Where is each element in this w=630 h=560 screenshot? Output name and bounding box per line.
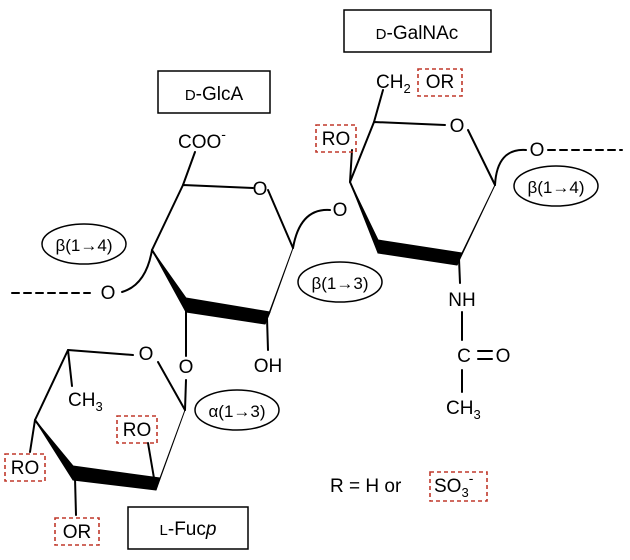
- galnac-or-label: OR: [426, 72, 455, 93]
- fuc-ring-oxygen: O: [139, 344, 154, 365]
- glca-ring-bold-edge: [185, 297, 271, 325]
- legend-so3-label: SO3-: [434, 470, 474, 500]
- fuc-o-up-bond: [184, 379, 187, 411]
- svg-text:D-GlcA: D-GlcA: [185, 84, 244, 105]
- fuc-ro-left-bond: [29, 419, 36, 453]
- linkage-beta14-left: β(1→4): [41, 223, 127, 265]
- linkage-beta13-label: β(1→3): [311, 274, 368, 293]
- glca-ring: [121, 151, 331, 357]
- galnac-prefix: D: [376, 26, 387, 43]
- linkage-alpha13: α(1→3): [194, 389, 280, 431]
- fuc-ro-left-box: [4, 453, 46, 482]
- fuc-ro-mid-label: RO: [123, 420, 152, 441]
- galnac-ring-wedge-left: [349, 181, 379, 254]
- galnac-ro-bond: [349, 149, 353, 183]
- galnac-ro-box: [315, 124, 357, 153]
- bridge-oxygen-right: O: [530, 140, 545, 161]
- glca-coo-bond: [182, 151, 196, 186]
- fuc-methyl-label: CH3: [68, 390, 103, 414]
- galnac-nh-bond: [458, 258, 461, 284]
- glca-ring-oxygen: O: [253, 179, 268, 200]
- galnac-o-right-bond: [494, 148, 527, 186]
- linkage-beta13: β(1→3): [297, 261, 383, 303]
- linkage-beta14-right-label: β(1→4): [527, 178, 584, 197]
- fuc-or-bond: [74, 477, 77, 516]
- glca-name: GlcA: [202, 84, 244, 105]
- fuc-box: L-Fucp: [127, 506, 249, 550]
- galnac-ro-label: RO: [322, 129, 351, 150]
- fuc-ring: [29, 349, 187, 516]
- glca-carboxylate-label: COO-: [178, 126, 226, 153]
- fuc-ring-bold-edge: [72, 465, 161, 491]
- fuc-ch3-bond: [67, 349, 73, 387]
- glca-box: D-GlcA: [157, 70, 271, 114]
- fuc-or-box: [54, 517, 100, 546]
- fuc-ring-wedge-left: [34, 419, 74, 481]
- galnac-or-box: [417, 68, 463, 97]
- svg-text:D-GalNAc: D-GalNAc: [376, 23, 459, 44]
- galnac-ring-wedge-right: [456, 184, 496, 266]
- galnac-box: D-GalNAc: [343, 9, 492, 53]
- galnac-ch2-label: CH2: [376, 72, 411, 96]
- glca-prefix: D: [185, 87, 196, 104]
- fuc-prefix: L: [160, 522, 168, 539]
- r-group-legend: R = H or SO3-: [330, 470, 488, 502]
- linkage-alpha13-label: α(1→3): [208, 402, 265, 421]
- galnac-ch2-bond: [373, 89, 384, 123]
- linkage-beta14-left-label: β(1→4): [55, 236, 112, 255]
- glca-o-left-bond: [121, 249, 153, 293]
- svg-text:L-Fucp: L-Fucp: [160, 519, 217, 540]
- fuc-name: Fuc: [174, 519, 206, 540]
- galnac-ring: [349, 89, 527, 393]
- fuc-suffix: p: [205, 519, 217, 540]
- fuc-ring-wedge-right: [155, 409, 186, 491]
- galnac-nh-label: NH: [448, 290, 475, 311]
- glca-oh-bond: [266, 317, 269, 351]
- bridge-oxygen-glca-galnac: O: [333, 200, 348, 221]
- fuc-ro-mid-bond: [147, 442, 156, 485]
- galnac-ring-oxygen: O: [450, 116, 465, 137]
- galnac-ring-bold-edge: [377, 239, 463, 266]
- bridge-oxygen-glca-fuc: O: [179, 357, 194, 378]
- fuc-ro-mid-box: [116, 415, 158, 444]
- bridge-oxygen-left: O: [101, 283, 116, 304]
- galnac-carbonyl-carbon-label: C: [457, 346, 471, 367]
- glca-o-right-bond: [292, 208, 331, 249]
- glca-ring-wedge-right: [264, 247, 294, 325]
- legend-so3-box: [429, 471, 488, 502]
- fuc-or-label: OR: [63, 522, 92, 543]
- galnac-methyl-label: CH3: [446, 398, 481, 422]
- linkage-beta14-right: β(1→4): [513, 165, 599, 207]
- glca-hydroxyl-label: OH: [254, 356, 283, 377]
- galnac-carbonyl-oxygen-label: O: [496, 346, 511, 367]
- galnac-name: GalNAc: [393, 23, 458, 44]
- legend-lhs: R = H or: [330, 476, 402, 497]
- glca-ring-wedge-left: [151, 249, 187, 313]
- fuc-ro-left-label: RO: [11, 458, 40, 479]
